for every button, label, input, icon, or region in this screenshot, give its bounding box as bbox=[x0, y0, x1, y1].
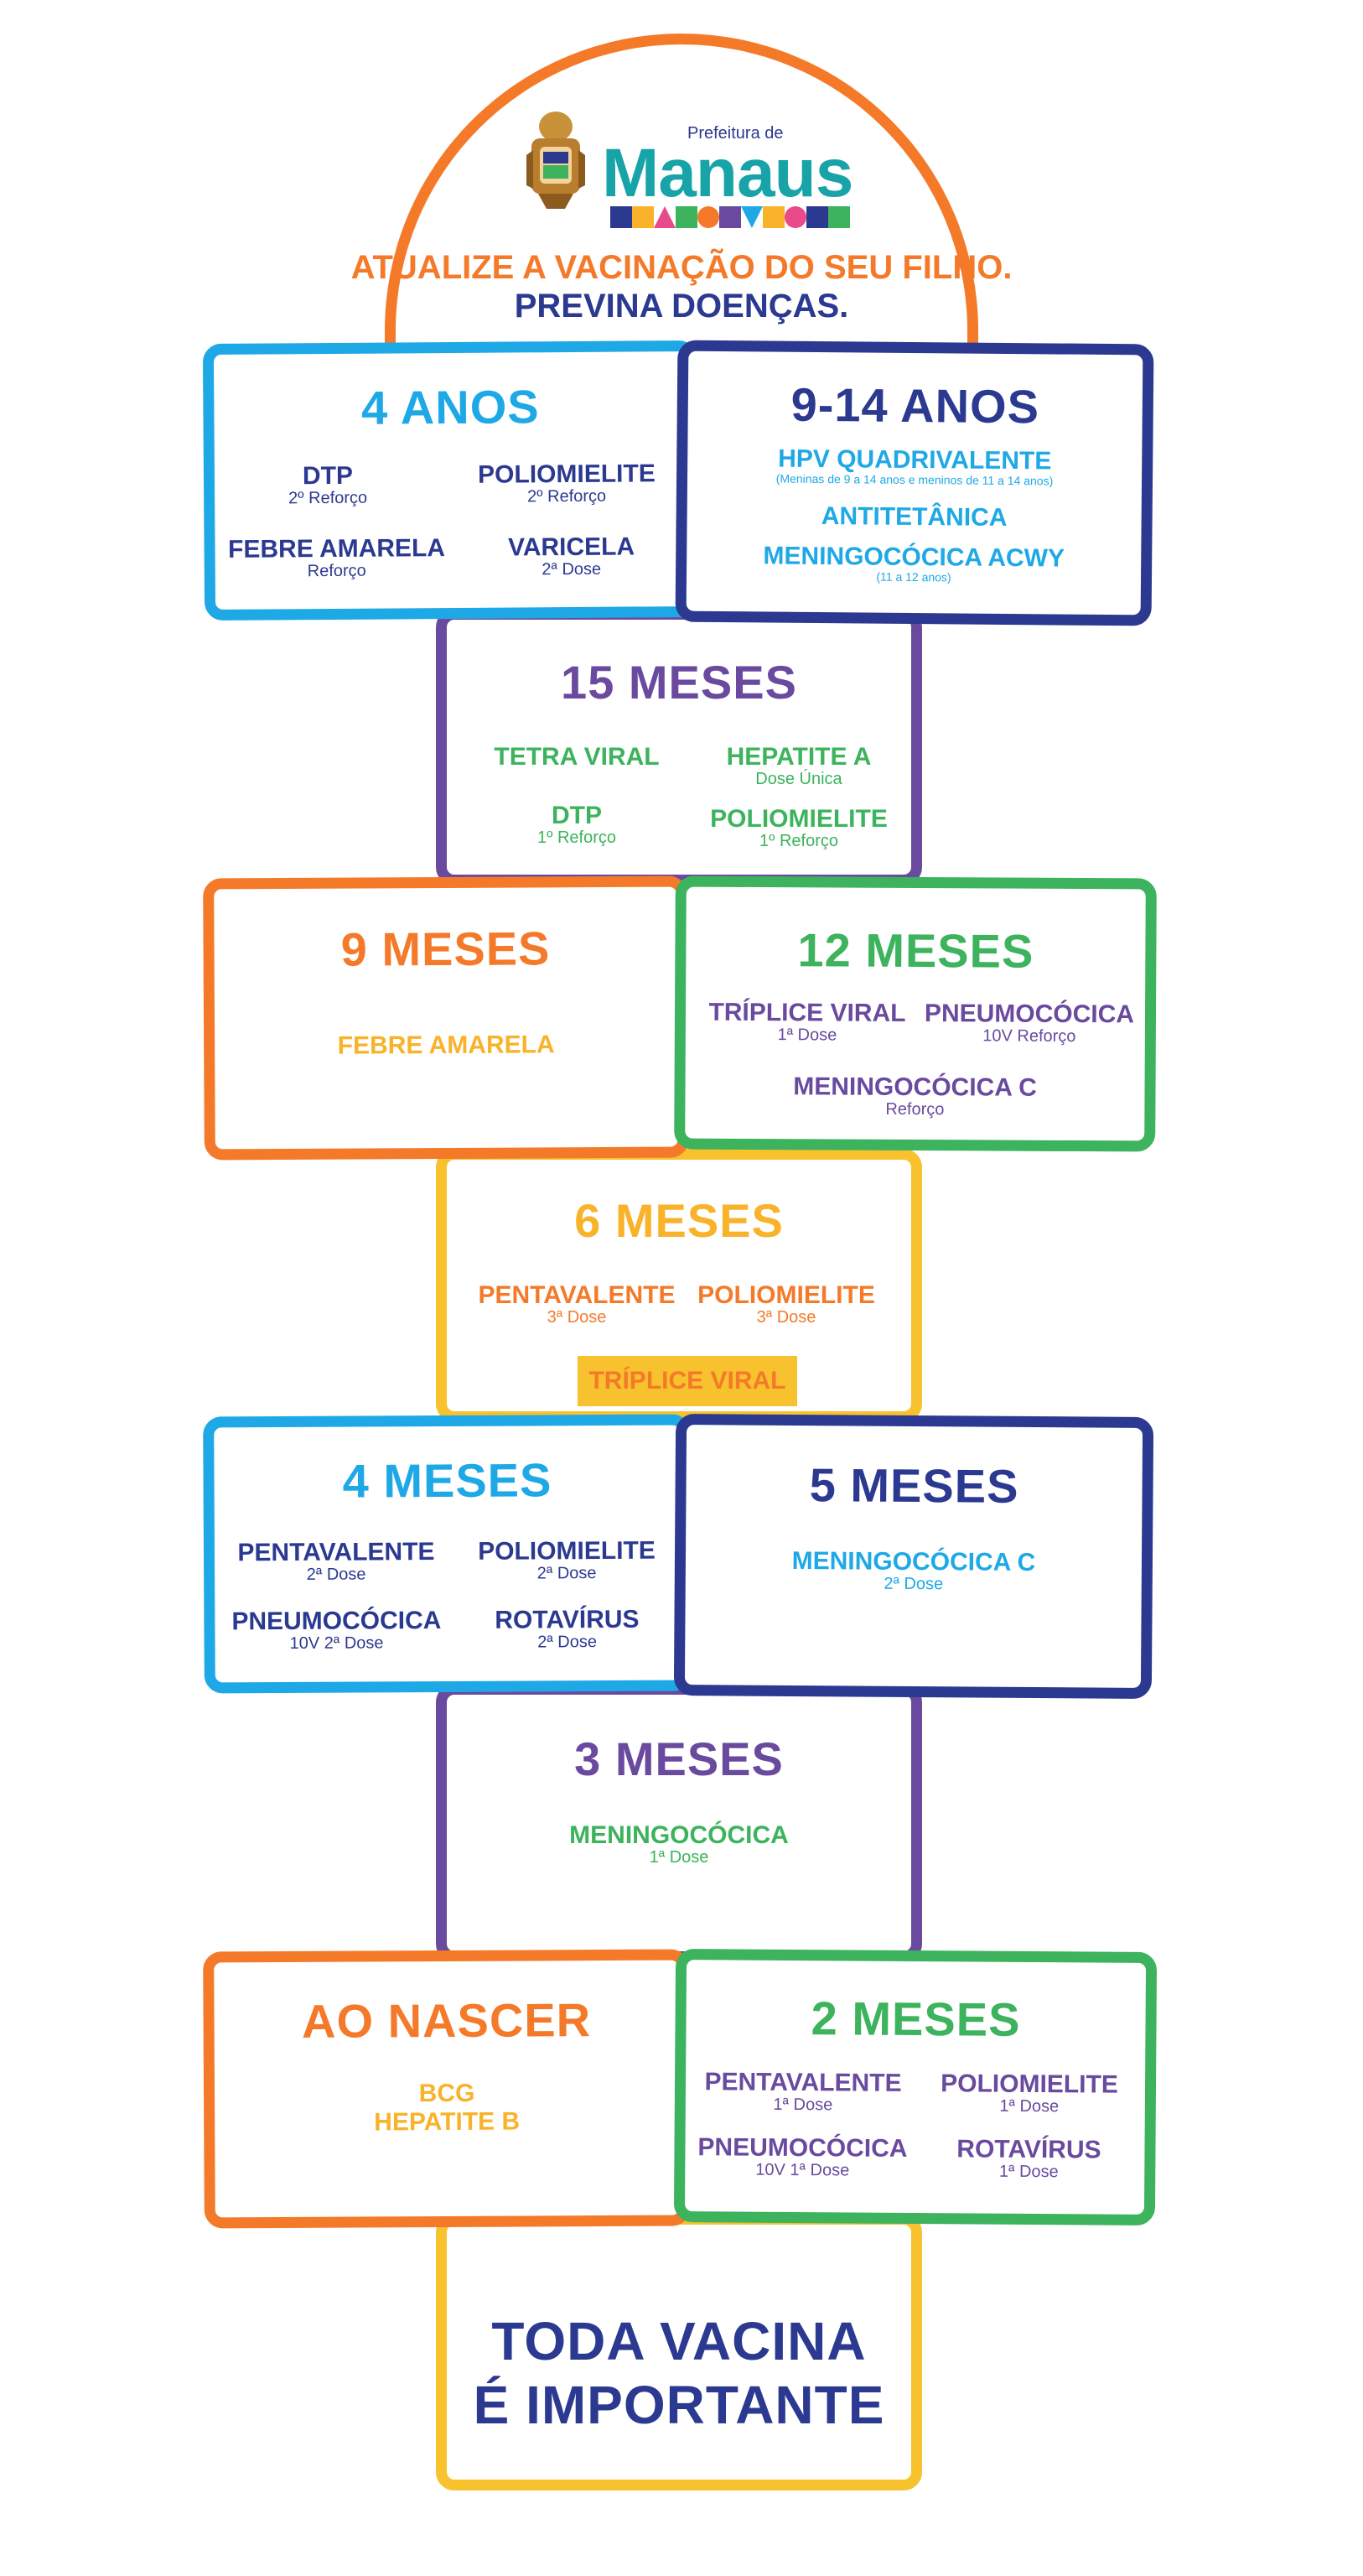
footer-line1: TODA VACINA bbox=[491, 2311, 867, 2371]
box-footer: TODA VACINA É IMPORTANTE bbox=[436, 2214, 922, 2490]
brand-manaus: Manaus bbox=[602, 135, 853, 211]
box-ao-nascer: AO NASCER BCG HEPATITE B bbox=[203, 1949, 691, 2229]
vaccine-bcg: BCG bbox=[418, 2079, 475, 2108]
box-title: 4 ANOS bbox=[360, 380, 540, 434]
vaccine-hpv-quadrivalente: HPV QUADRIVALENTE(Meninas de 9 a 14 anos… bbox=[775, 444, 1054, 487]
box-title: 2 MESES bbox=[811, 1992, 1021, 2046]
headline-line2: PREVINA DOENÇAS. bbox=[514, 288, 849, 325]
vaccine-febre-amarela: FEBRE AMARELA bbox=[337, 1031, 555, 1060]
box-title: AO NASCER bbox=[301, 1993, 592, 2048]
box-title: 3 MESES bbox=[574, 1732, 784, 1785]
vaccine-meningococica-acwy: MENINGOCÓCICA ACWY(11 a 12 anos) bbox=[763, 542, 1065, 584]
brand-prefeitura-de: Prefeitura de bbox=[687, 124, 784, 143]
city-coat-of-arms-icon bbox=[521, 105, 590, 214]
vaccine-tetra-viral: TETRA VIRAL bbox=[494, 743, 660, 771]
footer-line2: É IMPORTANTE bbox=[473, 2375, 885, 2435]
brand-color-stripe bbox=[610, 206, 850, 228]
box-title: 4 MESES bbox=[342, 1453, 552, 1508]
box-9-14-anos: 9-14 ANOS HPV QUADRIVALENTE(Meninas de 9… bbox=[675, 340, 1154, 626]
box-title: 9 MESES bbox=[340, 922, 551, 976]
triplice-viral-highlight: TRÍPLICE VIRAL bbox=[578, 1356, 797, 1406]
box-title: 12 MESES bbox=[797, 923, 1034, 978]
box-title: 6 MESES bbox=[574, 1194, 784, 1247]
box-title: 15 MESES bbox=[561, 656, 797, 709]
box-title: 5 MESES bbox=[809, 1458, 1019, 1513]
vaccine-hepatite-b: HEPATITE B bbox=[374, 2107, 521, 2137]
box-9-meses: 9 MESES FEBRE AMARELA bbox=[203, 875, 689, 1161]
vaccine-antitetanica: ANTITETÂNICA bbox=[821, 502, 1008, 532]
headline-line1: ATUALIZE A VACINAÇÃO DO SEU FILHO. bbox=[350, 249, 1013, 286]
box-title: 9-14 ANOS bbox=[790, 377, 1040, 434]
